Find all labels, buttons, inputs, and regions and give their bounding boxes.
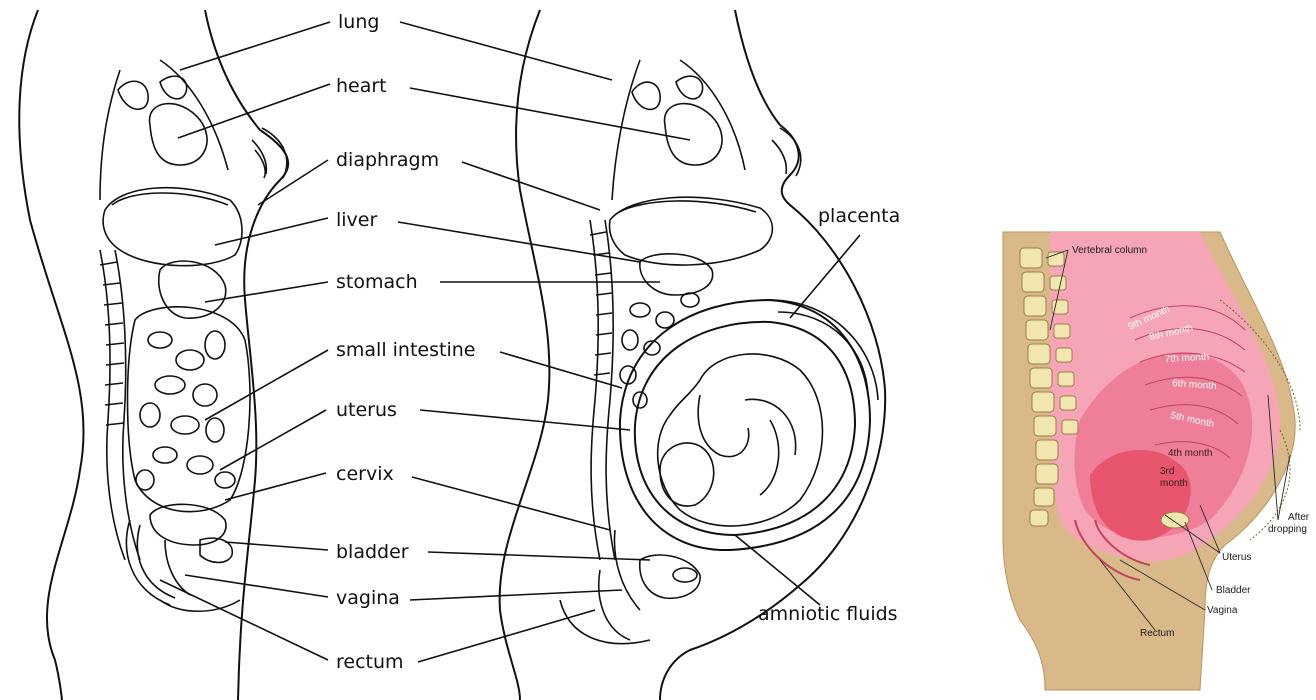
uterus-growth-diagram: Vertebral column 9th month 8th month 7th… [1003,232,1310,690]
label-vagina-right: Vagina [1207,605,1238,616]
liver-leader-left [215,218,328,245]
lung-leader-left [180,22,330,70]
bladder-leader-right [428,552,650,560]
month-label-3rd-suffix: month [1160,478,1188,489]
label-small-intestine: small intestine [336,339,475,361]
uterus-leader-left [220,410,326,470]
label-rectum: rectum [336,651,404,673]
label-lung: lung [338,11,379,33]
label-uterus-right: Uterus [1222,552,1251,563]
organ-labels: lung heart diaphragm liver stomach small… [160,11,900,673]
stomach-leader-left [205,282,328,302]
rectum-leader-right [418,610,595,662]
label-stomach: stomach [336,271,418,293]
label-amniotic-fluids: amniotic fluids [758,603,898,625]
label-after-dropping-2: dropping [1268,524,1307,535]
label-vertebral-column: Vertebral column [1072,245,1147,256]
label-placenta: placenta [818,205,900,227]
diaphragm-leader-right [462,162,600,210]
liver-leader-right [398,222,640,262]
lung-leader-right [400,22,612,80]
pregnant-body-drawing [500,10,886,700]
diaphragm-leader-left [258,160,328,205]
label-bladder: bladder [336,541,409,563]
label-diaphragm: diaphragm [336,149,439,171]
label-vagina: vagina [336,587,400,609]
label-bladder-right: Bladder [1216,585,1251,596]
amniotic-fluids-leader [735,535,820,605]
heart-leader-left [178,84,330,138]
month-label: 7th month [1165,352,1210,365]
label-uterus: uterus [336,399,397,421]
month-label: 4th month [1168,448,1212,459]
month-label-3rd: 3rd [1160,466,1174,477]
heart-leader-right [410,88,690,140]
small-intestine-leader-right [500,352,622,388]
cervix-leader-right [412,477,610,530]
uterus-leader-right [420,410,630,430]
vagina-leader-left [185,575,328,597]
label-rectum-right: Rectum [1140,628,1174,639]
bladder-shape [1161,512,1189,528]
label-heart: heart [336,75,387,97]
label-after-dropping-1: After [1288,512,1310,523]
vagina-leader-right [410,590,622,600]
label-liver: liver [336,209,377,231]
label-cervix: cervix [336,463,394,485]
small-intestine-leader-left [205,350,328,420]
bladder-leader-left [225,542,328,550]
